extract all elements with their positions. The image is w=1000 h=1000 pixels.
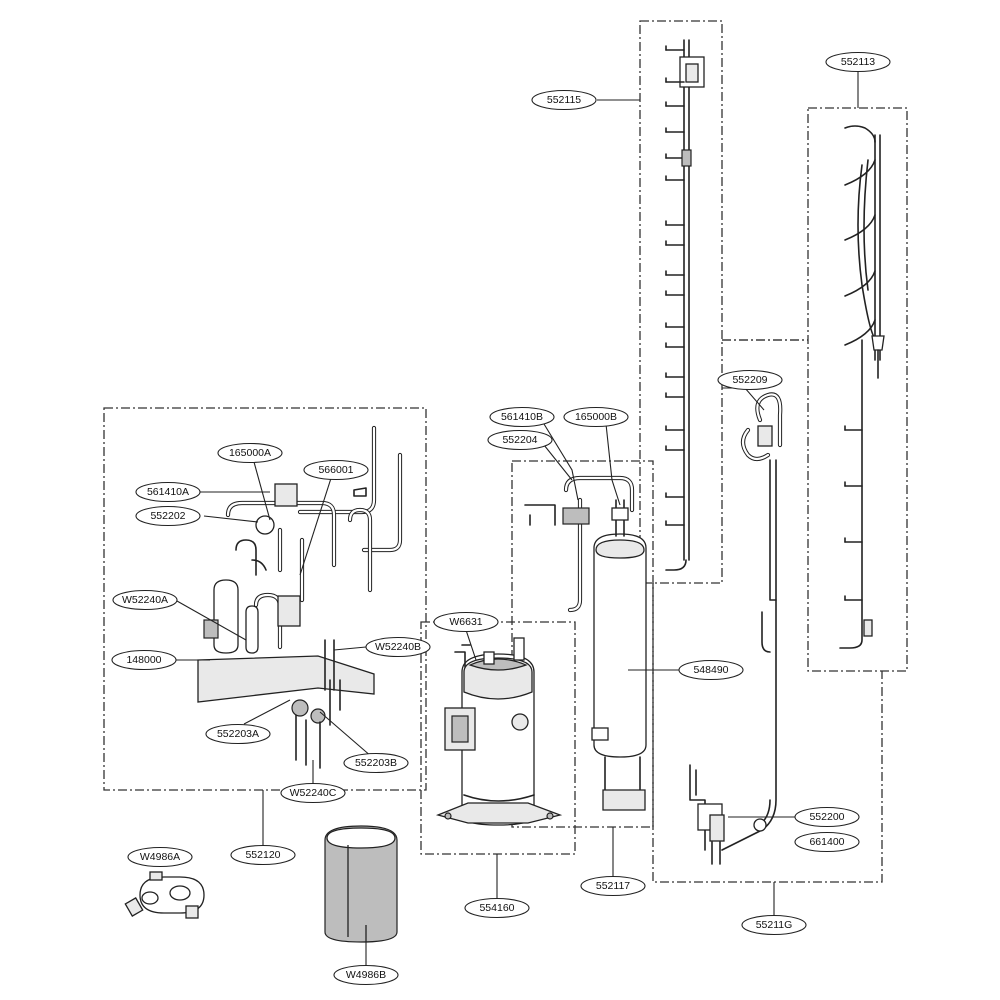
svg-text:148000: 148000 [126, 654, 161, 666]
svg-text:552203B: 552203B [355, 757, 397, 769]
compressor-554160 [435, 637, 563, 826]
frame-552115 [639, 20, 723, 584]
frame-55211G-box [652, 583, 883, 883]
svg-text:566001: 566001 [318, 464, 353, 476]
label-552202: 552202 [135, 505, 201, 527]
svg-text:552120: 552120 [245, 849, 280, 861]
svg-text:W4986B: W4986B [346, 969, 386, 981]
svg-text:165000B: 165000B [575, 411, 617, 423]
tube-assembly-552115 [665, 39, 705, 571]
frame-552120 [103, 407, 427, 791]
label-552120: 552120 [230, 844, 296, 866]
svg-text:W52240A: W52240A [122, 594, 168, 606]
svg-text:552203A: 552203A [217, 728, 259, 740]
label-165000B: 165000B [563, 406, 629, 428]
label-552117: 552117 [580, 875, 646, 897]
label-552203A: 552203A [205, 723, 271, 745]
svg-text:W52240B: W52240B [375, 641, 421, 653]
svg-text:165000A: 165000A [229, 447, 271, 459]
svg-text:552117: 552117 [596, 880, 630, 892]
svg-text:552115: 552115 [547, 94, 581, 106]
svg-text:552202: 552202 [150, 510, 185, 522]
label-548490: 548490 [678, 659, 744, 681]
label-W4986A: W4986A [127, 846, 193, 868]
label-561410B: 561410B [489, 406, 555, 428]
label-561410A: 561410A [135, 481, 201, 503]
svg-text:552204: 552204 [502, 434, 537, 446]
label-566001: 566001 [303, 459, 369, 481]
jacket-W4986B [324, 825, 398, 943]
svg-text:548490: 548490 [693, 664, 728, 676]
frame-552113 [807, 107, 908, 672]
label-W4986B: W4986B [333, 964, 399, 986]
label-554160: 554160 [464, 897, 530, 919]
bracket-W4986A [124, 871, 205, 919]
label-552203B: 552203B [343, 752, 409, 774]
part-labels: 552113 552115 552209 561410B 165000B 552… [111, 51, 891, 986]
svg-text:W6631: W6631 [449, 616, 482, 628]
pipe-assembly-55211G [689, 392, 783, 865]
svg-text:W52240C: W52240C [290, 787, 337, 799]
tube-assembly-552113 [839, 125, 885, 649]
svg-text:561410B: 561410B [501, 411, 543, 423]
label-552113: 552113 [825, 51, 891, 73]
svg-text:552113: 552113 [841, 56, 875, 68]
label-W52240C: W52240C [280, 782, 346, 804]
svg-text:661400: 661400 [809, 836, 844, 848]
label-552200: 552200 [794, 806, 860, 828]
svg-text:561410A: 561410A [147, 486, 189, 498]
svg-text:55211G: 55211G [756, 919, 793, 931]
label-55211G: 55211G [741, 914, 807, 936]
label-661400: 661400 [794, 831, 860, 853]
label-165000A: 165000A [217, 442, 283, 464]
accumulator-552117 [524, 475, 647, 811]
label-W52240A: W52240A [112, 589, 178, 611]
label-552115: 552115 [531, 89, 597, 111]
valve-assembly-552120 [197, 425, 403, 769]
label-552204: 552204 [487, 429, 553, 451]
svg-text:552209: 552209 [732, 374, 767, 386]
label-552209: 552209 [717, 369, 783, 391]
label-W6631: W6631 [433, 611, 499, 633]
svg-text:W4986A: W4986A [140, 851, 180, 863]
svg-text:552200: 552200 [809, 811, 844, 823]
frame-552117 [511, 460, 654, 828]
svg-text:554160: 554160 [479, 902, 514, 914]
leader-lines [176, 72, 859, 965]
label-148000: 148000 [111, 649, 177, 671]
label-W52240B: W52240B [365, 636, 431, 658]
